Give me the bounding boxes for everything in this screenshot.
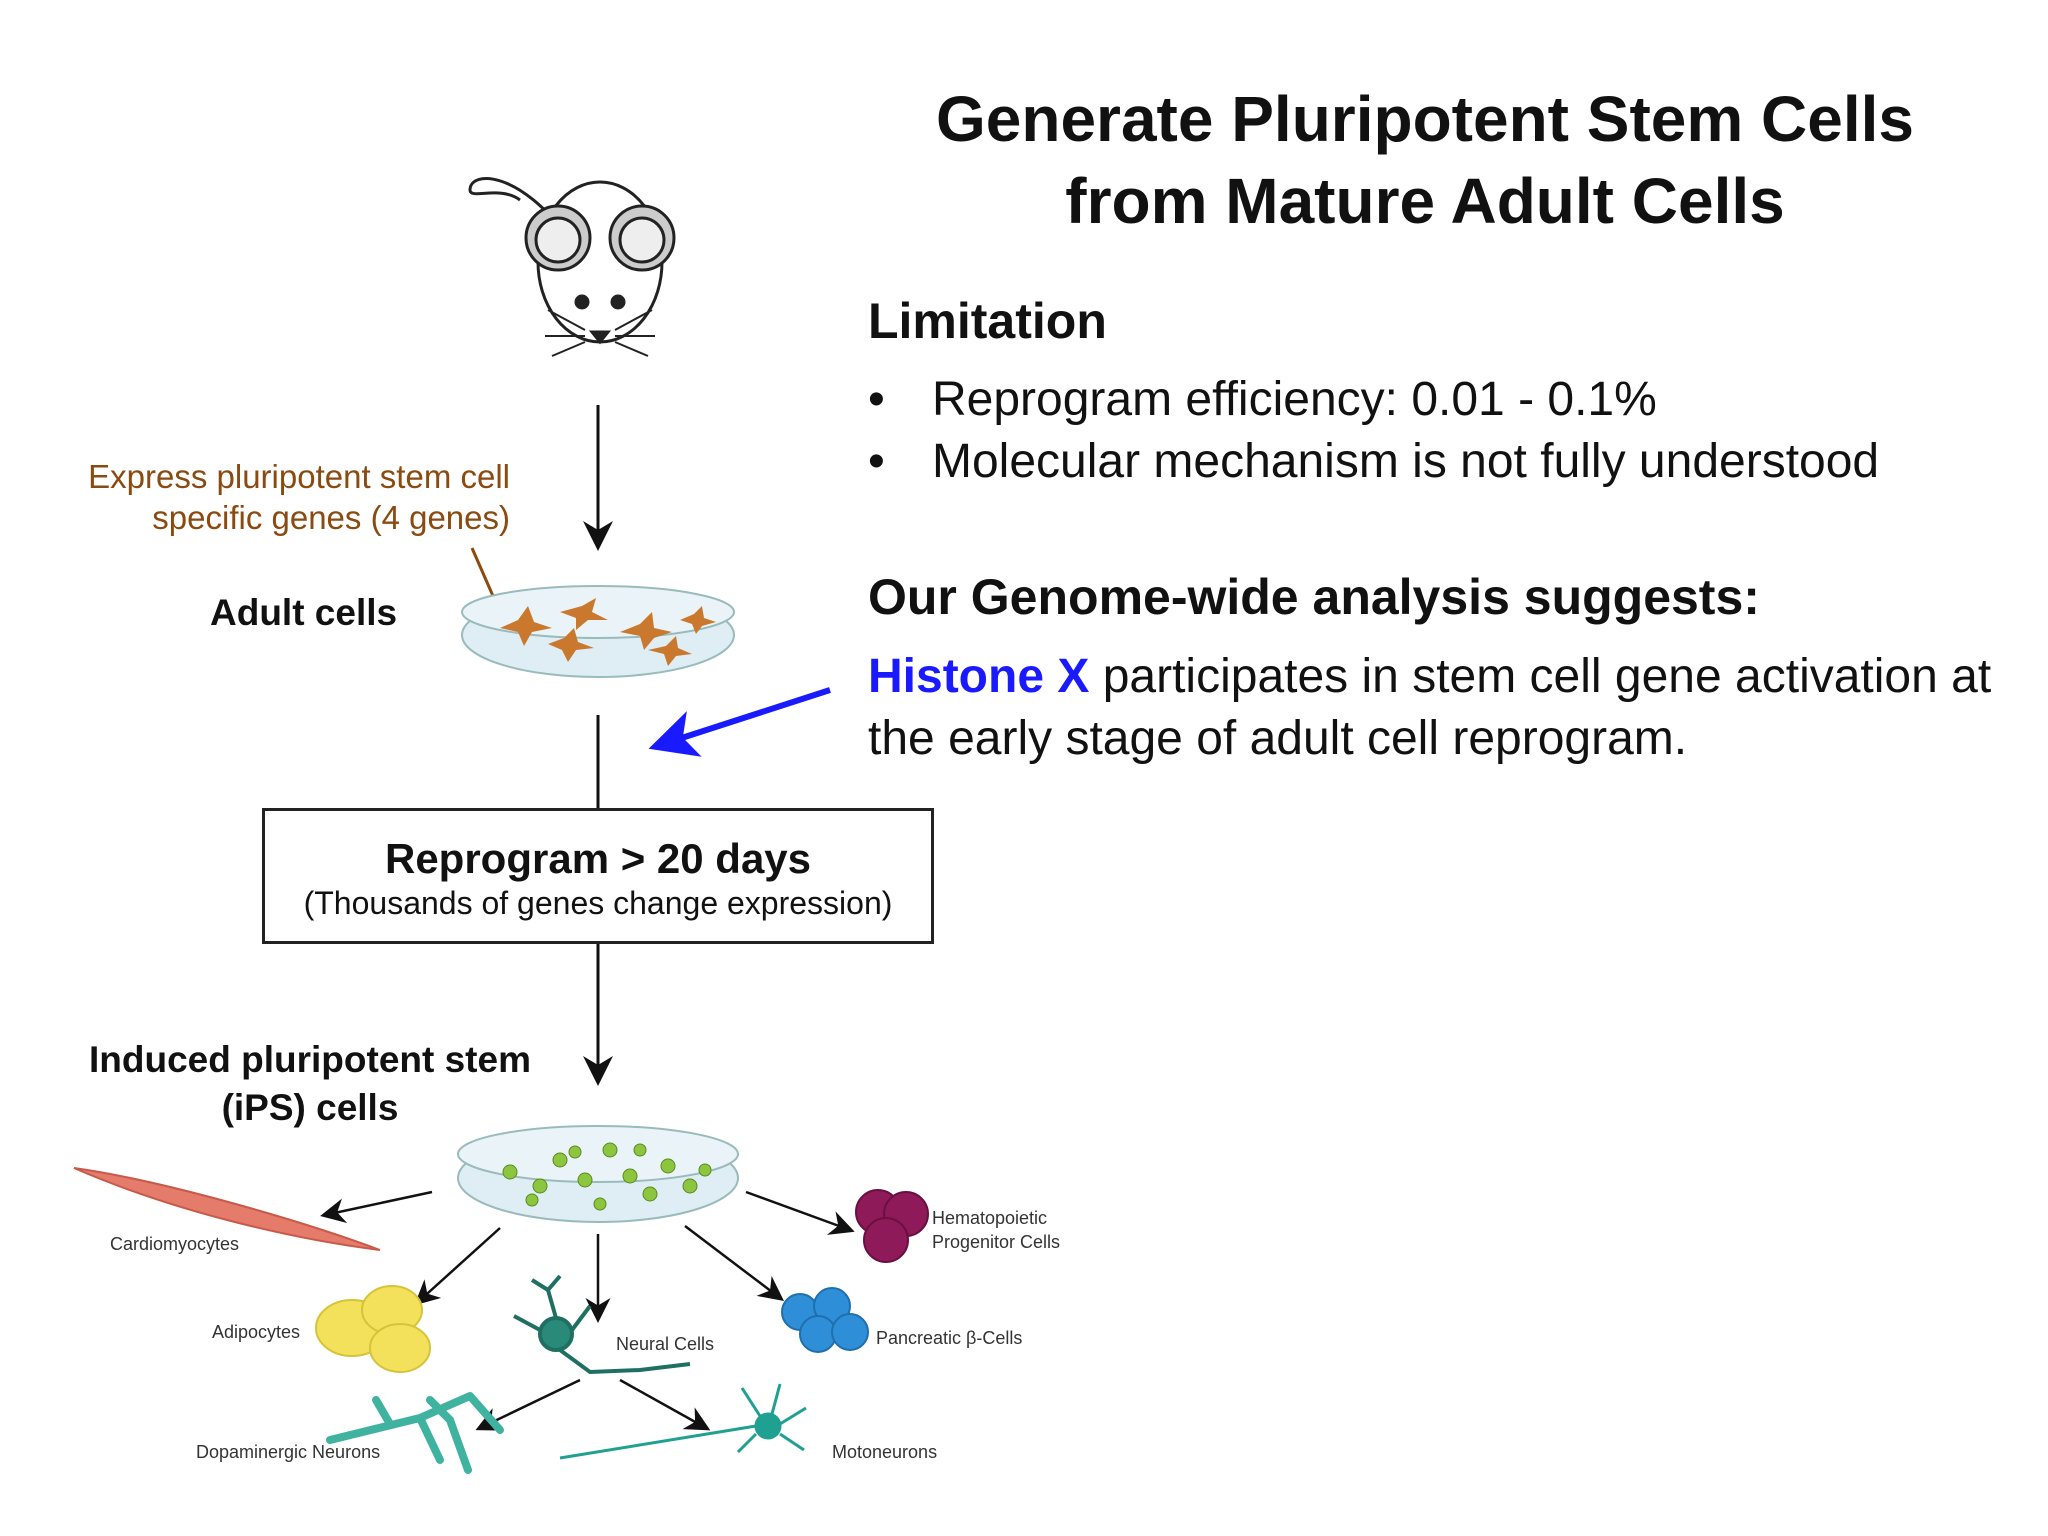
express-note-line-2: specific genes (4 genes) [152, 499, 510, 536]
neural-cell-icon [513, 1274, 691, 1375]
dopaminergic-icon [326, 1392, 504, 1474]
title-line-1: Generate Pluripotent Stem Cells [935, 83, 1915, 155]
ips-cells-label: Induced pluripotent stem (iPS) cells [60, 1036, 560, 1132]
motoneurons-label: Motoneurons [832, 1442, 938, 1462]
analysis-body: participates in stem cell gene activatio… [868, 650, 1992, 765]
express-genes-note: Express pluripotent stem cell specific g… [40, 456, 510, 538]
ips-label-line-1: Induced pluripotent stem [89, 1039, 531, 1080]
reprogram-subtitle: (Thousands of genes change expression) [303, 885, 893, 921]
adipocytes-label: Adipocytes [212, 1322, 301, 1342]
mouse-icon [468, 177, 676, 357]
express-note-line-1: Express pluripotent stem cell [88, 458, 510, 495]
cardiomyocyte-icon [73, 1167, 381, 1251]
limitation-heading: Limitation [868, 293, 1107, 349]
hematopoietic-label-line-2: Progenitor Cells [932, 1232, 1061, 1252]
analysis-heading: Our Genome-wide analysis suggests: [868, 569, 1760, 625]
differentiation-arrows [320, 1190, 855, 1431]
title-line-2: from Mature Adult Cells [1065, 165, 1785, 237]
limitation-bullet-efficiency: • Reprogram efficiency: 0.01 - 0.1% [868, 370, 1657, 430]
ips-label-line-2: (iPS) cells [221, 1087, 399, 1128]
pancreatic-icon [781, 1287, 869, 1353]
hematopoietic-label: Hematopoietic Progenitor Cells [932, 1206, 1092, 1254]
reprogram-box: Reprogram > 20 days (Thousands of genes … [262, 808, 934, 944]
bullet-text: Reprogram efficiency: 0.01 - 0.1% [932, 373, 1657, 426]
adipocyte-icon [315, 1285, 431, 1373]
neural-cells-label: Neural Cells [616, 1334, 715, 1354]
bullet-icon: • [868, 373, 885, 426]
ips-cells-dish [457, 1125, 739, 1223]
bullet-text: Molecular mechanism is not fully underst… [932, 435, 1880, 488]
pancreatic-label: Pancreatic β-Cells [876, 1328, 1023, 1348]
hematopoietic-icon [855, 1189, 929, 1263]
page-title: Generate Pluripotent Stem Cells from Mat… [860, 78, 1990, 242]
cardiomyocytes-label: Cardiomyocytes [110, 1234, 240, 1254]
histone-x-highlight: Histone X [868, 650, 1090, 703]
bullet-icon: • [868, 435, 885, 488]
limitation-bullet-mechanism: • Molecular mechanism is not fully unders… [868, 432, 1879, 492]
motoneuron-icon [559, 1383, 807, 1460]
histone-pointer-arrow [648, 687, 831, 757]
reprogram-title: Reprogram > 20 days [384, 835, 812, 882]
adult-cells-label: Adult cells [210, 592, 398, 633]
adult-cells-dish [461, 585, 735, 678]
analysis-text: Histone X participates in stem cell gene… [868, 646, 2028, 770]
dopaminergic-label: Dopaminergic Neurons [196, 1442, 381, 1462]
hematopoietic-label-line-1: Hematopoietic [932, 1208, 1048, 1228]
